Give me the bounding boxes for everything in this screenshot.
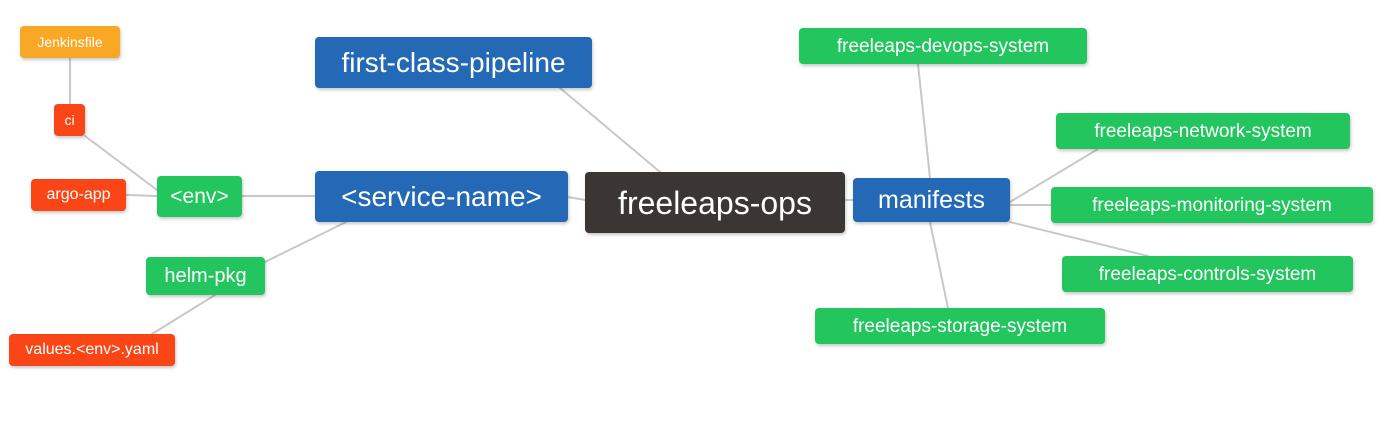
edge-service-name-to-freeleaps-ops [567,196,586,201]
edge-manifests-to-devops-system [917,63,931,179]
node-helm-pkg[interactable]: helm-pkg [146,257,265,295]
node-label-ci: ci [64,112,75,128]
edge-ci-to-env [84,135,158,191]
node-label-monitoring-system: freeleaps-monitoring-system [1092,194,1332,216]
node-label-devops-system: freeleaps-devops-system [836,35,1050,57]
node-label-service-name: <service-name> [341,180,542,212]
edge-helm-pkg-to-service-name [264,221,347,263]
node-label-values-yaml: values.<env>.yaml [25,341,159,358]
node-label-network-system: freeleaps-network-system [1094,120,1312,142]
node-manifests[interactable]: manifests [853,178,1010,222]
node-label-env: <env> [170,185,229,208]
edge-argo-app-to-env [125,194,158,197]
edge-values-yaml-to-helm-pkg [151,294,216,335]
node-label-freeleaps-ops: freeleaps-ops [618,184,812,221]
node-storage-system[interactable]: freeleaps-storage-system [815,308,1105,344]
node-monitoring-system[interactable]: freeleaps-monitoring-system [1051,187,1373,223]
node-label-argo-app: argo-app [46,186,111,203]
node-controls-system[interactable]: freeleaps-controls-system [1062,256,1353,292]
edge-first-class-pipeline-to-freeleaps-ops [559,87,661,173]
node-jenkinsfile[interactable]: Jenkinsfile [20,26,120,58]
node-first-class-pipeline[interactable]: first-class-pipeline [315,37,592,88]
node-devops-system[interactable]: freeleaps-devops-system [799,28,1087,64]
node-label-helm-pkg: helm-pkg [164,265,247,287]
edge-manifests-to-storage-system [929,221,949,309]
node-network-system[interactable]: freeleaps-network-system [1056,113,1350,149]
node-label-storage-system: freeleaps-storage-system [852,315,1068,337]
edge-manifests-to-controls-system [1009,221,1149,257]
node-label-jenkinsfile: Jenkinsfile [37,34,103,50]
node-label-first-class-pipeline: first-class-pipeline [341,46,566,78]
node-freeleaps-ops[interactable]: freeleaps-ops [585,172,845,233]
node-values-yaml[interactable]: values.<env>.yaml [9,334,175,366]
edge-manifests-to-network-system [1009,148,1099,203]
node-ci[interactable]: ci [54,104,85,136]
node-argo-app[interactable]: argo-app [31,179,126,211]
node-env[interactable]: <env> [157,176,242,217]
node-label-manifests: manifests [878,185,985,214]
node-label-controls-system: freeleaps-controls-system [1098,263,1317,285]
node-service-name[interactable]: <service-name> [315,171,568,222]
